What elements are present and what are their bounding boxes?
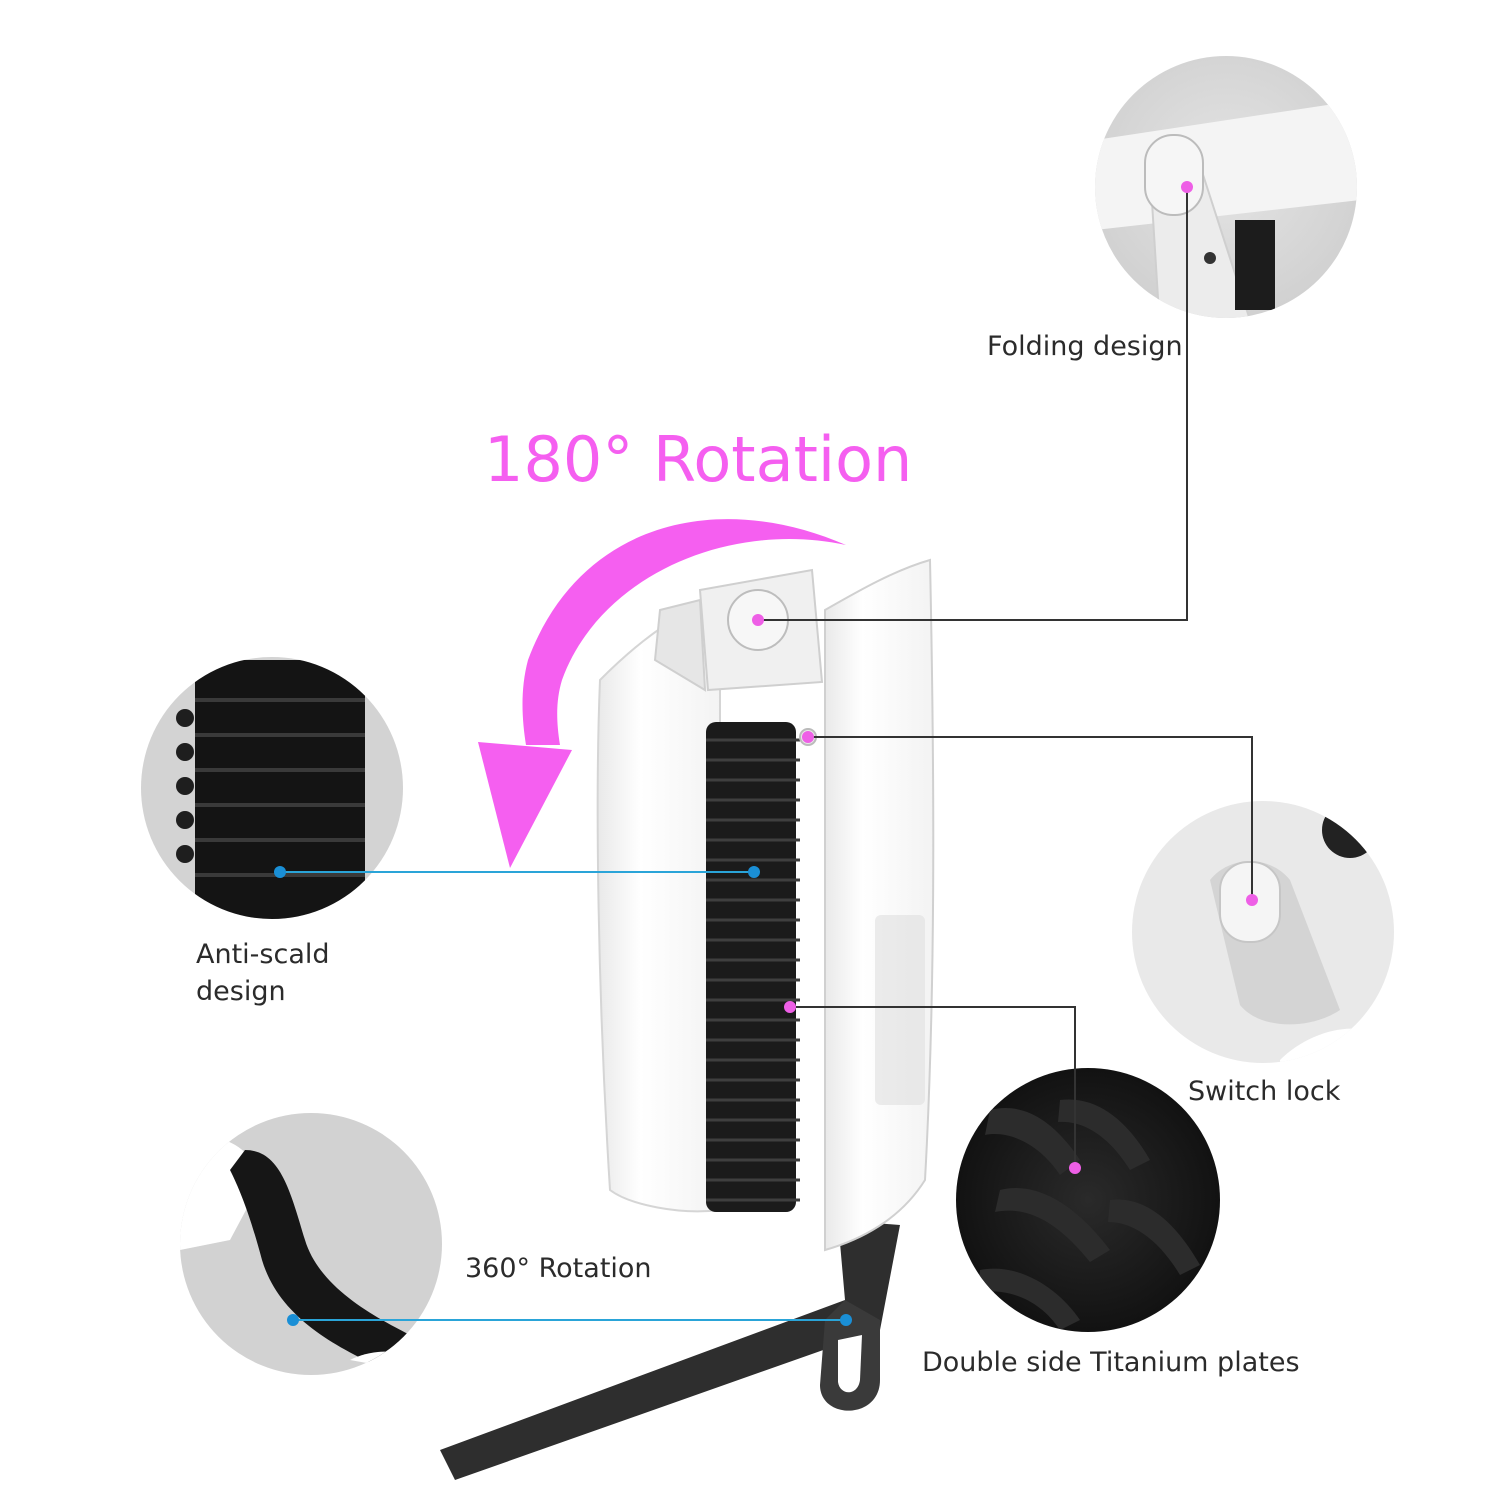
texture-pattern: [875, 915, 925, 1105]
folding-detail-circle: [1095, 56, 1357, 318]
titanium-detail-circle: [956, 1068, 1220, 1332]
label-folding-design: Folding design: [987, 331, 1183, 362]
bristle-comb: [706, 722, 800, 1212]
label-titanium-plates: Double side Titanium plates: [922, 1347, 1300, 1378]
curved-rotation-arrow-icon: [478, 519, 846, 868]
left-shell: [596, 598, 721, 1213]
anti-scald-detail-circle: [141, 657, 403, 919]
rotation-title: 180° Rotation: [484, 423, 913, 496]
label-360-rotation: 360° Rotation: [465, 1253, 652, 1284]
pointer-dots: [274, 181, 1258, 1326]
label-switch-lock: Switch lock: [1188, 1076, 1341, 1107]
label-anti-scald-line2: design: [196, 976, 286, 1007]
swivel-detail-circle: [180, 1113, 442, 1375]
switch-lock-detail-circle: [1132, 801, 1394, 1063]
straightener-brush-device: [440, 558, 935, 1480]
leader-lines: [280, 187, 1253, 1321]
label-anti-scald-line1: Anti-scald: [196, 939, 330, 970]
device-handle: [440, 1220, 900, 1480]
right-shell: [824, 558, 935, 1252]
